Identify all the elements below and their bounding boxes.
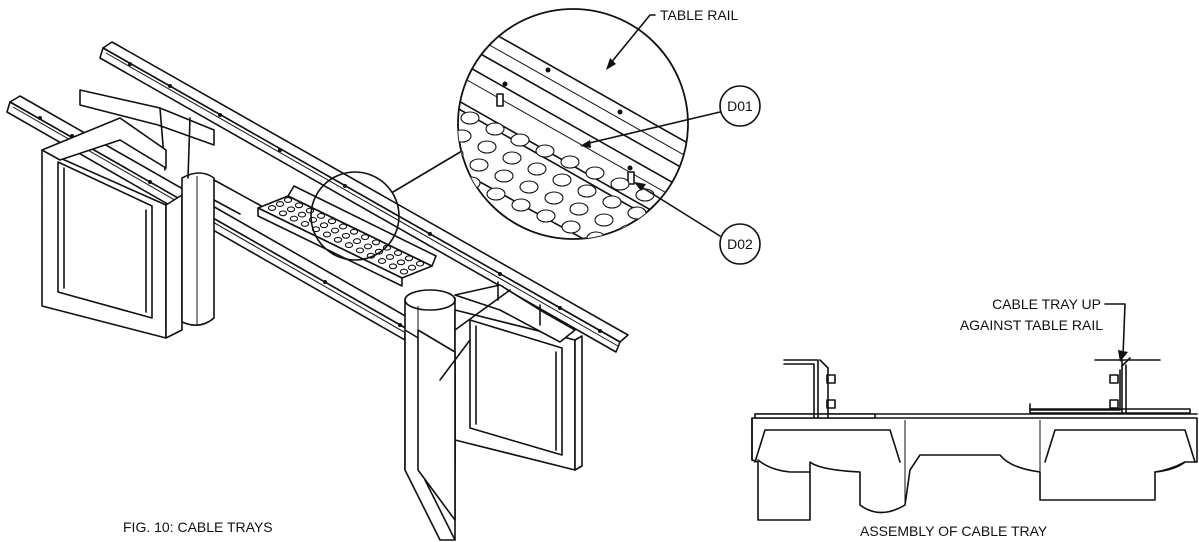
tray-hole <box>396 259 406 266</box>
right-leg-frame <box>404 281 583 541</box>
tray-hole <box>352 238 362 245</box>
tray-hole <box>415 260 425 267</box>
magnified-tray-hole <box>527 162 547 176</box>
callout-leaders <box>580 14 721 237</box>
left-leg-frame <box>41 89 266 339</box>
magnified-tray-hole <box>619 224 639 238</box>
tray-hole <box>344 242 354 249</box>
tray-hole <box>349 228 359 235</box>
tray-hole <box>316 212 326 219</box>
tray-hole <box>363 243 373 250</box>
tray-hole <box>341 232 351 239</box>
magnified-tray-hole <box>569 202 589 216</box>
tray-hole <box>330 227 340 234</box>
tray-hole <box>319 222 329 229</box>
tray-hole <box>404 255 414 262</box>
magnified-tray-hole <box>502 151 522 165</box>
magnified-tray-hole <box>460 111 480 125</box>
magnified-detail <box>437 8 689 255</box>
magnified-tray-hole <box>485 122 505 136</box>
back-table-rail <box>99 41 629 353</box>
tray-hole <box>371 239 381 246</box>
magnified-tray-hole <box>477 140 497 154</box>
tray-hole <box>393 250 403 256</box>
callout-bubble-d02 <box>719 223 761 265</box>
tray-hole <box>294 202 304 209</box>
tray-hole <box>407 264 417 271</box>
magnified-tray-hole <box>544 191 564 205</box>
tray-hole <box>385 254 395 260</box>
cable-tray-leader <box>1104 303 1126 357</box>
magnified-tray-hole <box>535 144 555 158</box>
front-table-rail <box>6 95 529 404</box>
callout-bubble-d01 <box>719 85 761 127</box>
label-cable-tray-line1: CABLE TRAY UP <box>992 296 1101 312</box>
magnified-tray-hole <box>561 220 581 234</box>
tray-hole <box>267 205 277 211</box>
magnified-tray-hole <box>519 180 539 194</box>
magnified-tray-hole <box>469 158 489 172</box>
tray-hole <box>305 207 315 214</box>
magnified-tray-hole <box>602 195 622 209</box>
label-d02: D02 <box>727 236 753 252</box>
magnified-tray-hole <box>494 169 514 183</box>
magnified-tray-hole <box>610 177 630 191</box>
cable-tray <box>257 185 437 287</box>
label-cable-tray-line2: AGAINST TABLE RAIL <box>960 317 1103 333</box>
tray-hole <box>374 248 384 255</box>
assembly-caption: ASSEMBLY OF CABLE TRAY <box>860 523 1048 539</box>
tray-hole <box>360 234 370 241</box>
label-table-rail: TABLE RAIL <box>660 7 739 23</box>
label-d01: D01 <box>727 98 753 114</box>
tray-hole <box>338 223 348 230</box>
figure-caption: FIG. 10: CABLE TRAYS <box>123 519 273 535</box>
tray-hole <box>283 197 293 203</box>
tray-hole <box>388 263 398 270</box>
tray-hole <box>278 210 288 217</box>
tray-hole <box>297 211 307 218</box>
magnified-tray-hole <box>511 198 531 212</box>
magnified-tray-hole <box>458 129 472 143</box>
magnified-tray-hole <box>627 206 647 220</box>
magnified-tray-hole <box>585 166 605 180</box>
magnified-tray-hole <box>577 184 597 198</box>
isometric-table-frame <box>6 41 629 541</box>
magnified-tray-hole <box>486 187 506 201</box>
tray-hole <box>275 201 285 207</box>
magnified-tray-hole <box>552 173 572 187</box>
magnified-tray-hole <box>560 155 580 169</box>
magnified-tray-hole <box>635 188 655 202</box>
tray-hole <box>377 258 387 264</box>
tray-hole <box>333 236 343 243</box>
assembly-section <box>751 357 1198 521</box>
magnified-tray-hole <box>594 213 614 227</box>
magnified-tray-hole <box>612 243 630 255</box>
detail-leader-line <box>392 144 473 193</box>
detail-callout-circle <box>310 171 400 261</box>
tray-hole <box>289 215 299 222</box>
tray-hole <box>286 206 296 213</box>
tray-hole <box>399 268 409 275</box>
magnified-tray-hole <box>510 133 530 147</box>
tray-hole <box>300 220 310 227</box>
tray-hole <box>355 247 365 254</box>
tray-hole <box>322 231 332 238</box>
tray-hole <box>327 218 337 225</box>
magnified-tray-hole <box>536 209 556 223</box>
magnified-tray-hole <box>437 166 455 178</box>
